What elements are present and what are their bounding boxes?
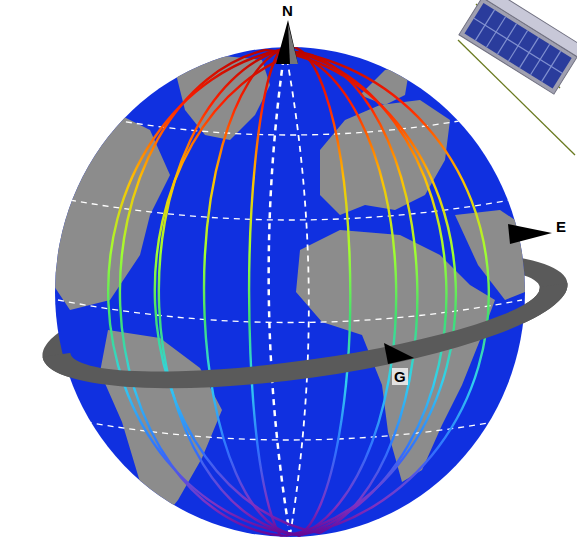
cubesat	[458, 0, 577, 155]
north-label: N	[280, 2, 295, 19]
equatorial-ring-front	[35, 226, 576, 415]
north-arrow-shade	[288, 24, 298, 64]
grid-lines	[58, 48, 522, 536]
greenwich-arrow	[384, 343, 414, 364]
north-arrow	[276, 20, 298, 64]
continents	[50, 55, 530, 532]
greenwich-label: G	[392, 368, 408, 385]
east-label: E	[554, 218, 568, 235]
east-arrow	[508, 224, 552, 244]
ground-tracks	[108, 47, 489, 541]
